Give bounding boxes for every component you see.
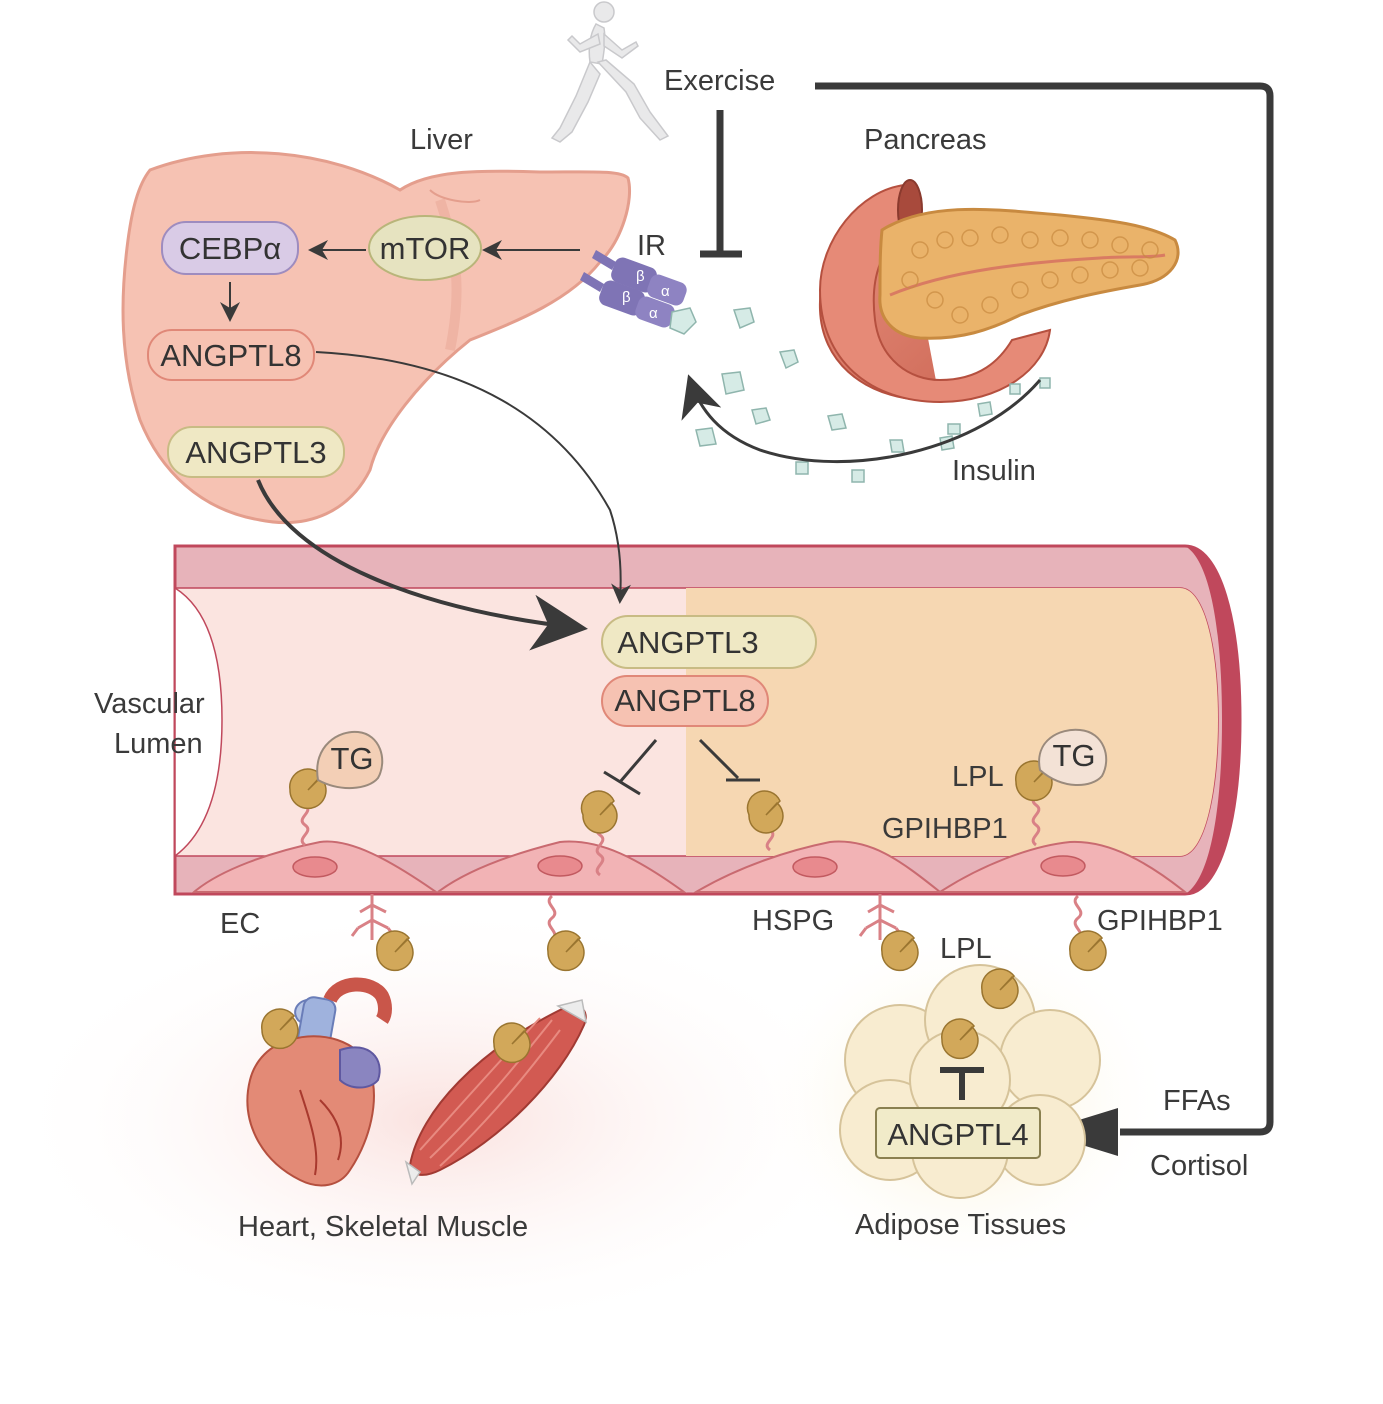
angptl4-node: ANGPTL4 [875,1107,1041,1159]
ir-label: IR [637,230,666,262]
vessel-angptl3-node: ANGPTL3 [601,615,817,669]
tg-left-node: TG [316,730,384,790]
runner-icon [550,1,670,143]
tg-right-label: TG [1052,738,1095,773]
nuclei [292,855,1086,878]
lumen-label: Lumen [114,728,203,760]
vessel-angptl8-label: ANGPTL8 [614,683,755,718]
ir-beta-2: β [622,289,631,306]
vessel-angptl3-label: ANGPTL3 [617,625,758,660]
liver-angptl3-to-vessel-arrow [256,479,588,651]
heart-muscle-label: Heart, Skeletal Muscle [238,1211,528,1243]
tg-left-label: TG [330,741,373,776]
hspg-label: HSPG [752,905,834,937]
angptl-inhibition-lines [603,738,760,796]
lpl-bottom-label: LPL [940,933,992,965]
pancreas-illustration [818,179,1180,404]
ec-label: EC [220,908,260,940]
gpihbp1-top-label: GPIHBP1 [882,813,1008,845]
vascular-label: Vascular [94,688,205,720]
liver-angptl8-node: ANGPTL8 [147,329,315,381]
liver-label: Liver [410,124,473,156]
exercise-ffas-cortisol-line [815,82,1274,1136]
mtor-node: mTOR [368,215,482,281]
ir-beta-1: β [636,268,645,285]
liver-angptl3-node: ANGPTL3 [167,426,345,478]
insulin-receptor-icon: β β α α [580,250,687,328]
ffas-label: FFAs [1163,1085,1231,1117]
hspg-tethers [350,894,904,940]
pancreas-label: Pancreas [864,124,987,156]
insulin-to-ir-arrow [681,374,1042,464]
ir-alpha-2: α [649,305,658,322]
lpl-adipose-icons [941,968,1019,1060]
vessel-angptl8-node: ANGPTL8 [601,675,769,727]
cebpa-label: CEBPα [179,231,281,266]
ir-alpha-1: α [661,283,670,300]
angptl4-label: ANGPTL4 [887,1117,1028,1152]
angptl4-inhibits-lpl [940,1067,984,1100]
lpl-top-label: LPL [952,761,1004,793]
exercise-inhibits-ir [700,110,742,258]
liver-angptl3-label: ANGPTL3 [185,435,326,470]
insulin-label: Insulin [952,455,1036,487]
lpl-base-icons [376,930,1107,972]
insulin-granules [669,307,1051,483]
skeletal-muscle-icon [404,999,588,1186]
liver-angptl8-label: ANGPTL8 [160,338,301,373]
gpihbp1-bottom-label: GPIHBP1 [1097,905,1223,937]
liver-angptl8-to-vessel-arrow [315,351,632,604]
adipose-label: Adipose Tissues [855,1209,1066,1241]
heart-icon [246,977,392,1187]
mtor-label: mTOR [380,231,471,266]
tg-right-node: TG [1038,728,1108,787]
cebpa-node: CEBPα [161,221,299,275]
cortisol-label: Cortisol [1150,1150,1248,1182]
exercise-label: Exercise [664,65,775,97]
